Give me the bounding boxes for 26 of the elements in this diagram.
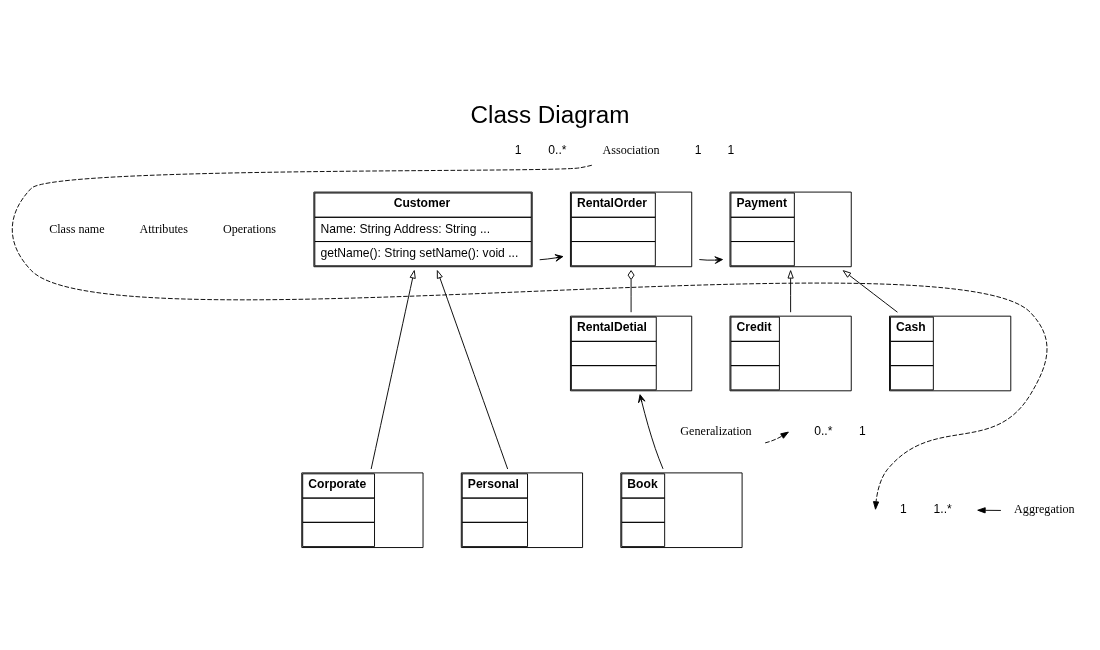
connector bbox=[627, 269, 635, 313]
arrow bbox=[977, 506, 1002, 513]
label: 1 bbox=[900, 501, 907, 516]
arrow bbox=[436, 269, 509, 469]
label: Class name bbox=[49, 221, 105, 236]
label: Attributes bbox=[139, 221, 188, 236]
label: 1 bbox=[727, 142, 735, 157]
arrow bbox=[842, 269, 898, 313]
label: 1..* bbox=[933, 501, 952, 516]
diagram-title: Class Diagram bbox=[470, 100, 630, 128]
node-text: Generalization bbox=[680, 423, 752, 438]
arrow bbox=[370, 269, 416, 469]
label: 0..* bbox=[548, 142, 567, 157]
arrow bbox=[11, 164, 1048, 510]
label: 1 bbox=[514, 142, 522, 157]
node-text: Association bbox=[602, 142, 660, 157]
arrow bbox=[764, 431, 789, 443]
arrow bbox=[539, 253, 564, 262]
label: 1 bbox=[694, 142, 702, 157]
arrow bbox=[638, 393, 664, 469]
label: 0..* bbox=[814, 423, 833, 438]
arrow bbox=[698, 255, 723, 264]
label: 1 bbox=[859, 423, 866, 438]
arrow bbox=[787, 269, 794, 313]
node-text: Aggregation bbox=[1014, 501, 1075, 516]
label: Operations bbox=[222, 221, 277, 236]
